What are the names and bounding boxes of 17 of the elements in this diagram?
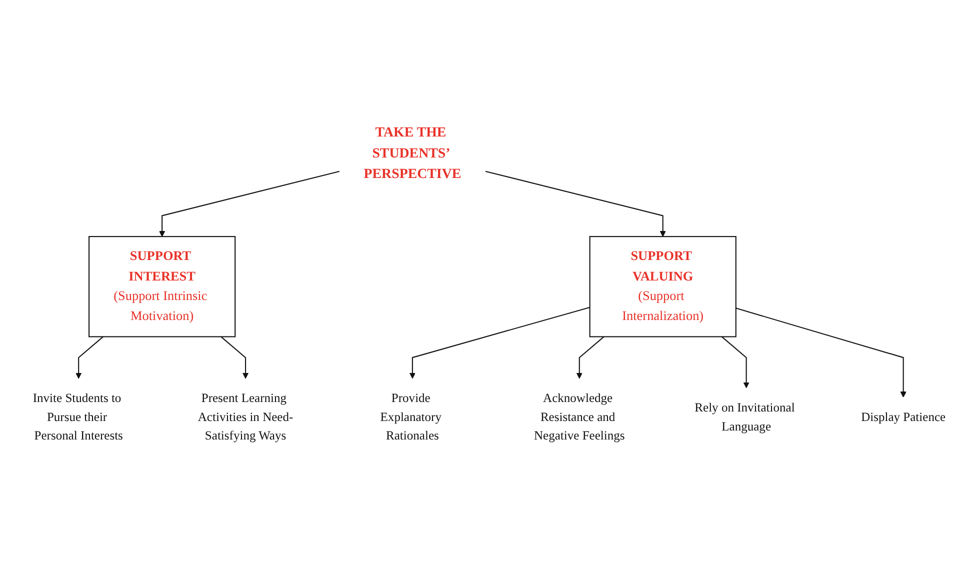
- node-text: Invite Students to Pursue their Personal Interests: [32, 390, 123, 442]
- node-box: SUPPORT VALUING (Support Internalization): [589, 236, 736, 338]
- node-text: Provide Explanatory Rationales: [380, 390, 442, 442]
- arrow: [485, 170, 666, 237]
- arrow: [576, 336, 604, 379]
- node-text: TAKE THE STUDENTS’ PERSPECTIVE: [364, 124, 462, 182]
- arrow: [76, 336, 104, 379]
- arrow: [409, 306, 590, 379]
- node-text: Display Patience: [861, 410, 946, 424]
- node-text: Present Learning Activities in Need-Satisfying Ways: [198, 390, 294, 442]
- node-text: Rely on Invitational Language: [694, 400, 795, 434]
- node-box: SUPPORT INTEREST (Support Intrinsic Motivation): [88, 236, 236, 338]
- node-text: Acknowledge Resistance and Negative Feelings: [534, 390, 625, 442]
- arrow: [721, 336, 750, 388]
- arrow: [159, 170, 340, 237]
- arrow: [736, 308, 906, 398]
- arrow: [220, 336, 249, 379]
